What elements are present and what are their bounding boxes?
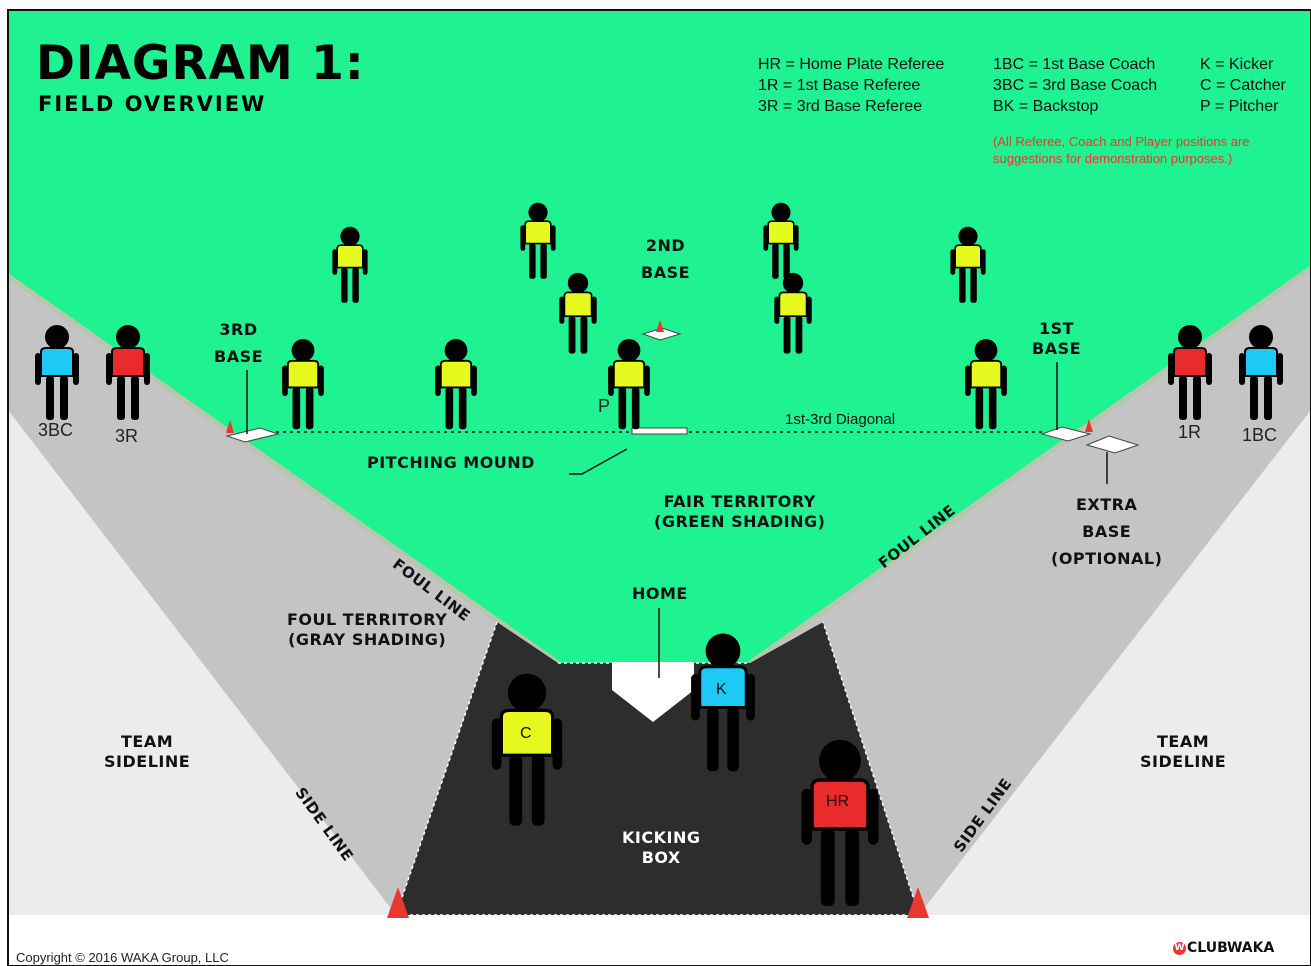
fair-territory-label: FAIR TERRITORY(GREEN SHADING) [654, 492, 826, 531]
right-foul-territory [750, 268, 1311, 915]
extra-base-plate [1085, 435, 1140, 454]
legend-item: BK = Backstop [993, 98, 1099, 115]
fielder-figure [950, 226, 986, 303]
demonstration-note: (All Referee, Coach and Player positions… [993, 134, 1250, 166]
pitching-rubber [631, 427, 688, 435]
diagonal-label: 1st-3rd Diagonal [785, 411, 896, 428]
cone-icon [907, 887, 929, 918]
second-base-plate [641, 327, 682, 341]
legend-item: 1R = 1st Base Referee [758, 77, 921, 94]
legend-item: 1BC = 1st Base Coach [993, 56, 1156, 73]
right-foul-line [748, 265, 1311, 666]
catcher-figure [491, 673, 563, 826]
first-base-referee-label: 1R [1178, 422, 1202, 442]
first-base-coach-figure [1239, 325, 1283, 420]
fielder-figure [332, 226, 368, 303]
left-foul-territory [8, 276, 558, 915]
legend-item: 3R = 3rd Base Referee [758, 98, 923, 115]
foul-territory-label: FOUL TERRITORY(GRAY SHADING) [287, 610, 448, 649]
legend-item: K = Kicker [1200, 56, 1274, 73]
kicking-box-outline [394, 621, 921, 916]
cone-icon [656, 320, 664, 332]
pitcher-label: P [598, 396, 611, 416]
fielder-figure [282, 338, 324, 430]
home-referee-figure [801, 739, 879, 906]
cone-icon [226, 420, 234, 433]
pitcher-figure [608, 338, 650, 430]
cone-icon [1085, 419, 1093, 432]
first-base-referee-figure [1168, 325, 1212, 420]
third-base-plate [225, 427, 280, 443]
left-foul-line [6, 273, 560, 666]
fielder-figure [435, 338, 477, 430]
fielder-figure [763, 202, 799, 279]
legend-item: 3BC = 3rd Base Coach [993, 77, 1158, 94]
home-label: HOME [632, 584, 688, 603]
legend-item: C = Catcher [1200, 77, 1286, 94]
copyright-text: Copyright © 2016 WAKA Group, LLC [16, 950, 229, 965]
third-base-coach-figure [35, 325, 79, 420]
fielder-figure [774, 272, 812, 354]
home-referee-label: HR [826, 793, 850, 810]
diagram-title: DIAGRAM 1: [36, 36, 365, 91]
legend-item: HR = Home Plate Referee [758, 56, 945, 73]
third-base-referee-figure [106, 325, 150, 420]
first-base-coach-label: 1BC [1242, 425, 1278, 445]
pitching-mound-label: PITCHING MOUND [367, 453, 535, 472]
legend-item: P = Pitcher [1200, 98, 1279, 115]
third-base-referee-label: 3R [115, 426, 139, 446]
catcher-label: C [520, 725, 532, 742]
first-base-plate [1040, 426, 1092, 442]
fielder-figure [559, 272, 597, 354]
people-layer [35, 202, 1283, 906]
third-base-coach-label: 3BC [38, 420, 74, 440]
clubwaka-logo-icon: W [1173, 941, 1186, 955]
legend-column-3: K = Kicker C = Catcher P = Pitcher [1200, 54, 1286, 117]
legend-column-1: HR = Home Plate Referee 1R = 1st Base Re… [758, 54, 944, 117]
kicker-figure [691, 633, 755, 772]
cone-icon [387, 887, 409, 918]
kicker-label: K [716, 681, 727, 698]
legend-column-2: 1BC = 1st Base Coach 3BC = 3rd Base Coac… [993, 54, 1157, 117]
home-plate [612, 662, 694, 722]
diagram-subtitle: FIELD OVERVIEW [38, 92, 267, 116]
fielder-figure [520, 202, 556, 279]
fielder-figure [965, 338, 1007, 430]
